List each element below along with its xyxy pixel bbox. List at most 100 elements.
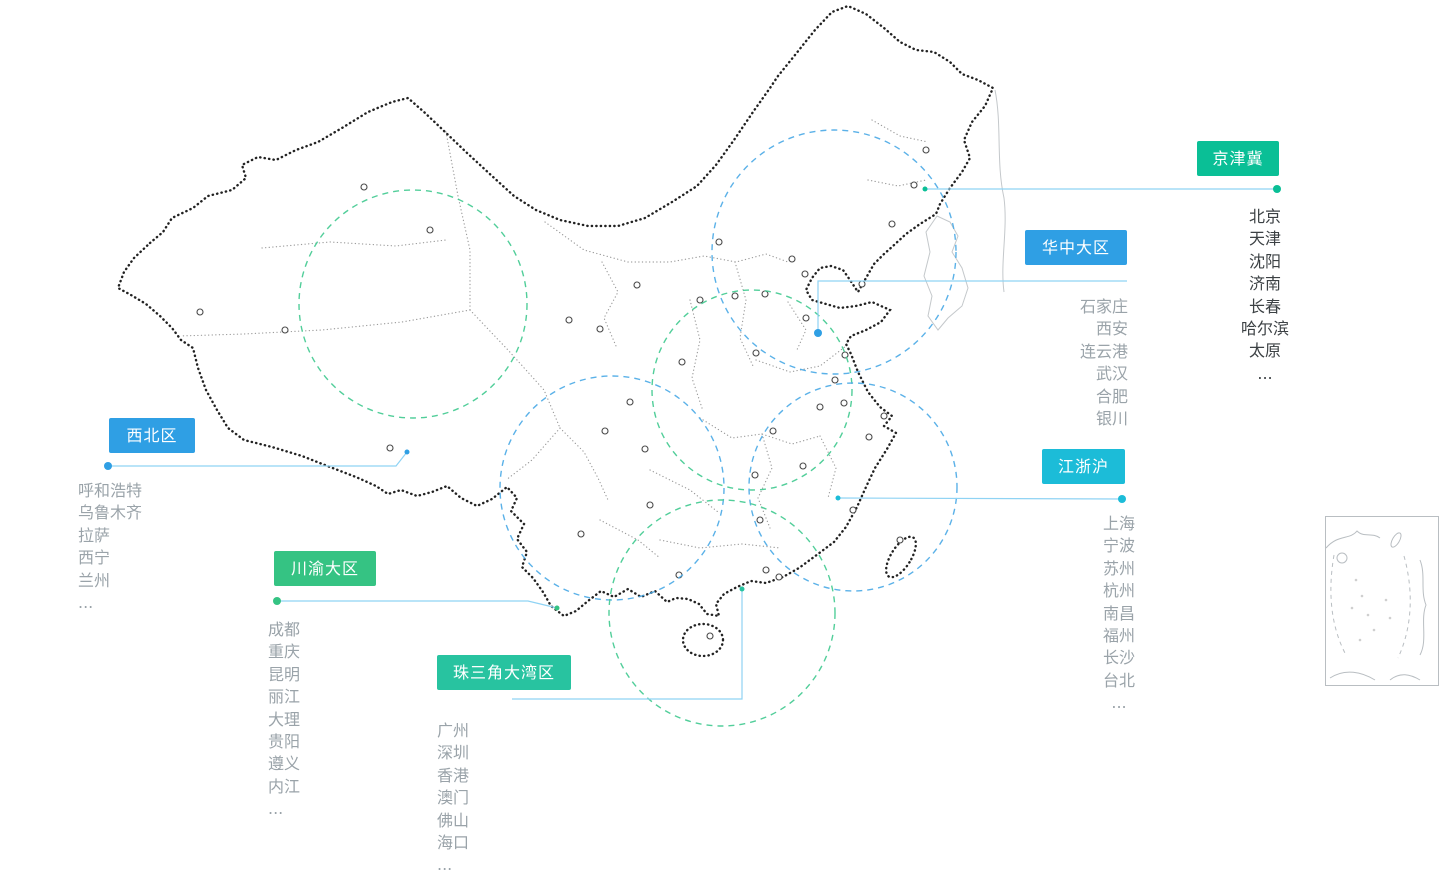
province-border: [689, 299, 703, 409]
city-marker: [386, 444, 394, 452]
city-marker: [922, 146, 930, 154]
city-item: 昆明: [268, 664, 301, 684]
inset-dash-line-right: [1397, 555, 1411, 659]
city-item: 丽江: [268, 687, 301, 707]
city-marker: [761, 290, 769, 298]
province-border: [787, 301, 807, 353]
city-marker: [880, 412, 888, 420]
province-border: [505, 427, 561, 481]
russia-coast: [994, 89, 1006, 293]
south-china-sea-inset: [1325, 516, 1439, 686]
neighbor-coast-decor: [923, 89, 1006, 331]
city-item: 合肥: [1095, 386, 1128, 406]
city-list-ellipsis: ...: [78, 593, 94, 613]
city-item: 佛山: [437, 810, 470, 830]
region-label-jingjinji: 京津冀: [1197, 141, 1279, 176]
hainan-island: [681, 622, 725, 658]
city-list-huazhong: 石家庄 西安 连云港 武汉 合肥 银川: [1028, 296, 1128, 430]
connector-line: [817, 280, 1127, 333]
city-marker: [910, 181, 918, 189]
province-border: [734, 261, 754, 367]
city-marker: [752, 349, 760, 357]
city-marker: [762, 566, 770, 574]
province-border: [445, 131, 471, 311]
connector-line: [108, 451, 408, 467]
city-marker: [840, 399, 848, 407]
city-list-ellipsis: ...: [437, 855, 453, 875]
province-border: [871, 119, 929, 143]
city-item: 北京: [1248, 207, 1281, 226]
region-circle-zhusanjiao: [608, 499, 836, 727]
connector-dot: [104, 462, 112, 470]
province-border: [757, 433, 773, 529]
region-circle-huazhong: [651, 289, 853, 491]
city-marker: [801, 270, 809, 278]
city-item: 海口: [437, 833, 470, 853]
city-item: 广州: [437, 721, 470, 740]
inset-borneo: [1329, 671, 1421, 681]
city-item: 西宁: [78, 548, 111, 568]
connector-dot: [1273, 185, 1281, 193]
city-marker: [281, 326, 289, 334]
city-item: 南昌: [1102, 603, 1135, 623]
inset-taiwan: [1390, 532, 1402, 548]
region-circle-jingjinji: [711, 129, 957, 375]
city-marker: [831, 376, 839, 384]
city-item: 连云港: [1079, 341, 1128, 361]
region-label-huazhong: 华中大区: [1025, 230, 1127, 265]
city-marker: [196, 308, 204, 316]
city-marker: [565, 316, 573, 324]
city-marker: [633, 281, 641, 289]
inset-dash-line-left: [1330, 554, 1347, 656]
city-marker: [360, 183, 368, 191]
province-border: [755, 345, 847, 373]
china-border-group: [116, 4, 995, 658]
china-border: [116, 4, 995, 618]
city-marker: [678, 358, 686, 366]
city-marker: [849, 506, 857, 514]
city-item: 济南: [1248, 274, 1281, 294]
city-marker: [577, 530, 585, 538]
city-item: 呼和浩特: [78, 481, 143, 500]
connector-dot: [814, 329, 822, 337]
city-marker: [641, 445, 649, 453]
city-item: 遵义: [268, 754, 301, 774]
city-item: 武汉: [1095, 364, 1128, 384]
city-item: 苏州: [1102, 558, 1135, 578]
city-marker: [865, 433, 873, 441]
city-marker: [715, 238, 723, 246]
region-circle-jiangzhehu: [748, 382, 958, 592]
connector-dot: [922, 186, 928, 192]
city-item: 太原: [1248, 341, 1281, 361]
city-marker: [816, 403, 824, 411]
city-item: 拉萨: [78, 525, 111, 545]
city-item: 天津: [1248, 229, 1281, 249]
province-border: [659, 539, 781, 549]
province-borders: [179, 119, 929, 559]
connector-huazhong: [814, 280, 1127, 337]
connector-dot: [739, 586, 745, 592]
city-list-ellipsis: ...: [1257, 363, 1273, 383]
city-list-zhusanjiao: 广州 深圳 香港 澳门 佛山 海口 ...: [437, 720, 547, 877]
connector-dot: [835, 495, 841, 501]
city-item: 台北: [1102, 670, 1135, 690]
city-list-xibei: 呼和浩特 乌鲁木齐 拉萨 西宁 兰州 ...: [78, 480, 188, 614]
city-marker: [858, 280, 866, 288]
city-marker: [426, 226, 434, 234]
city-item: 乌鲁木齐: [78, 503, 143, 523]
city-item: 杭州: [1102, 581, 1135, 601]
inset-hainan: [1336, 552, 1348, 564]
connector-dot: [404, 449, 410, 455]
connector-line: [512, 589, 743, 700]
city-list-chuanyu: 成都 重庆 昆明 丽江 大理 贵阳 遵义 内江 ...: [268, 619, 378, 821]
city-item: 长春: [1248, 296, 1281, 316]
city-item: 澳门: [437, 788, 470, 808]
city-marker: [896, 536, 904, 544]
region-circles: [298, 129, 958, 727]
city-item: 沈阳: [1248, 251, 1281, 271]
city-marker: [601, 427, 609, 435]
inset-coastline: [1325, 530, 1381, 549]
connector-dot: [273, 597, 281, 605]
inset-islands: [1350, 578, 1392, 642]
